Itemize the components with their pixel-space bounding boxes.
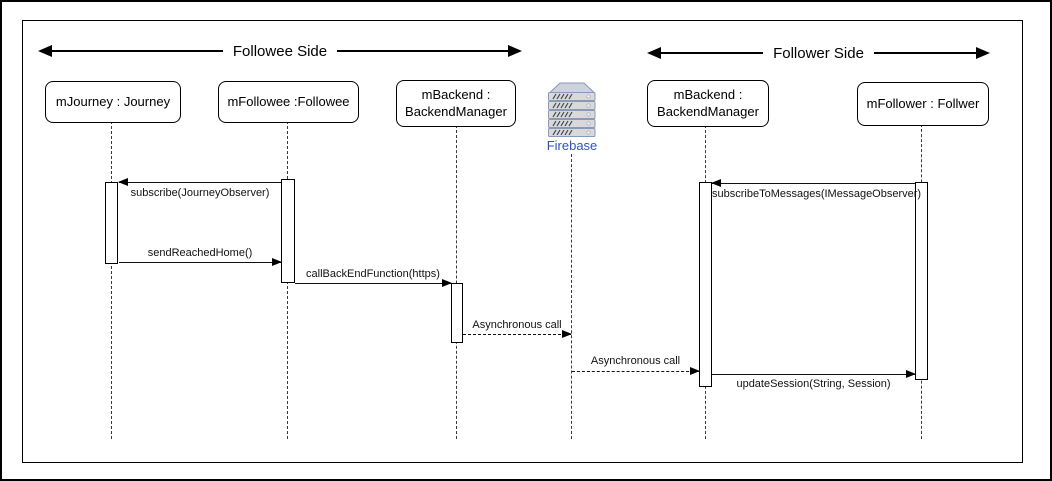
arrowhead-left-icon xyxy=(647,47,661,59)
message-label-call-backend-function: callBackEndFunction(https) xyxy=(306,268,440,280)
message-update-session xyxy=(712,370,916,378)
section-arrow-followee: Followee Side xyxy=(38,42,522,60)
section-arrow-follower: Follower Side xyxy=(647,44,990,62)
message-label-send-reached-home: sendReachedHome() xyxy=(147,247,253,259)
message-send-reached-home xyxy=(119,258,282,266)
arrowhead-left-icon xyxy=(118,178,128,186)
message-label-async-call-to-firebase: Asynchronous call xyxy=(472,319,562,331)
message-subscribe xyxy=(118,178,281,186)
arrowhead-left-icon xyxy=(711,179,721,187)
firebase-label: Firebase xyxy=(546,138,598,153)
section-line xyxy=(337,50,508,52)
activation-bar-mbackend-followee xyxy=(451,283,463,343)
section-line xyxy=(52,50,223,52)
message-label-subscribe-to-messages: subscribeToMessages(IMessageObserver) xyxy=(712,188,922,200)
arrowhead-right-icon xyxy=(562,330,572,338)
arrowhead-right-icon xyxy=(272,258,282,266)
lifeline-firebase xyxy=(571,154,572,439)
server-stack-icon xyxy=(547,80,597,138)
object-box-mfollower: mFollower : Follwer xyxy=(857,82,989,126)
arrowhead-right-icon xyxy=(976,47,990,59)
section-line xyxy=(661,52,764,54)
message-label-update-session: updateSession(String, Session) xyxy=(736,378,891,390)
message-async-call-to-firebase xyxy=(463,330,572,338)
object-box-mbackend-followee: mBackend : BackendManager xyxy=(396,80,516,127)
object-box-mfollowee: mFollowee :Followee xyxy=(218,81,359,123)
arrowhead-left-icon xyxy=(38,45,52,57)
activation-bar-mfollower xyxy=(915,182,928,380)
message-async-call-from-firebase xyxy=(572,367,700,375)
section-line xyxy=(873,52,976,54)
section-label-follower: Follower Side xyxy=(773,44,864,62)
arrowhead-right-icon xyxy=(690,367,700,375)
lifeline-mjourney xyxy=(111,121,112,439)
object-box-mbackend-follower: mBackend : BackendManager xyxy=(647,80,769,127)
message-subscribe-to-messages xyxy=(711,179,915,187)
activation-bar-mjourney xyxy=(105,182,118,264)
arrowhead-right-icon xyxy=(442,279,452,287)
message-label-subscribe: subscribe(JourneyObserver) xyxy=(130,187,270,199)
activation-bar-mfollowee xyxy=(281,179,295,283)
message-label-async-call-from-firebase: Asynchronous call xyxy=(590,355,681,367)
object-box-mjourney: mJourney : Journey xyxy=(45,81,181,123)
lifeline-mbackend-followee xyxy=(456,125,457,439)
diagram-frame xyxy=(22,20,1023,463)
message-call-backend-function xyxy=(295,279,452,287)
arrowhead-right-icon xyxy=(508,45,522,57)
activation-bar-mbackend-follower xyxy=(699,182,712,387)
section-label-followee: Followee Side xyxy=(232,42,328,60)
arrowhead-right-icon xyxy=(906,370,916,378)
